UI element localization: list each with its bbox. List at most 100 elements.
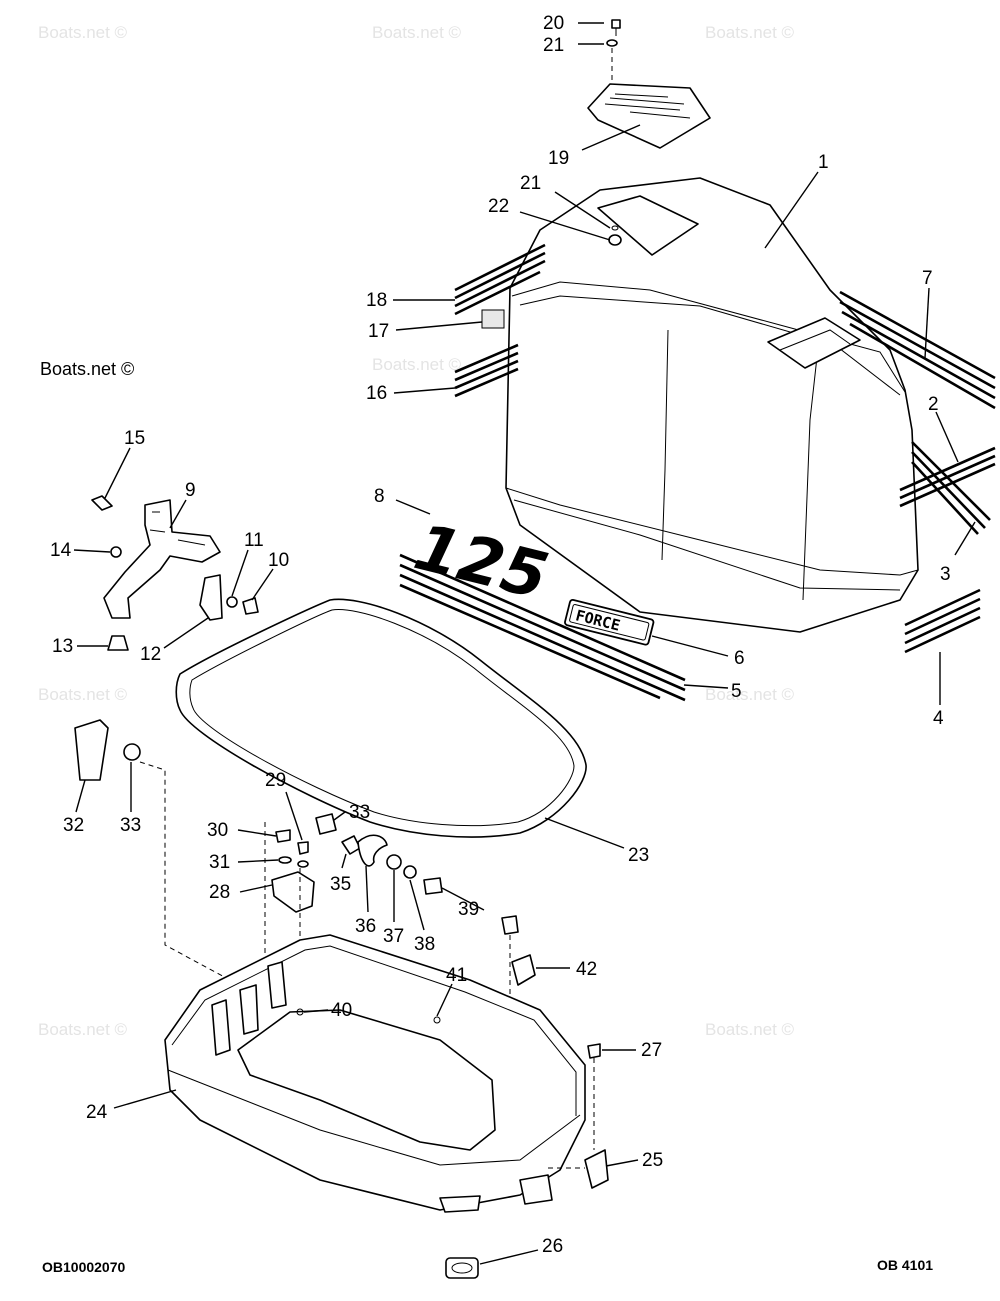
leader-41 <box>436 983 453 1017</box>
screw-27 <box>587 1043 601 1059</box>
callout-24: 24 <box>86 1102 108 1123</box>
leader-33b <box>333 811 346 821</box>
pan-post <box>267 961 287 1009</box>
hood-lip <box>505 487 919 576</box>
leader-36 <box>365 865 369 913</box>
callout-25: 25 <box>642 1150 663 1171</box>
decal-4-stripe <box>904 597 981 636</box>
bracket-25 <box>584 1149 609 1189</box>
callout-38: 38 <box>414 934 435 955</box>
leader-5 <box>683 684 729 689</box>
seal-inner <box>189 609 575 827</box>
bushing-33b <box>315 813 337 835</box>
callout-20: 20 <box>543 13 564 34</box>
callout-30: 30 <box>207 820 228 841</box>
screw-10 <box>242 597 259 615</box>
decal-18-stripe <box>454 270 541 316</box>
nut-14 <box>110 546 122 558</box>
force-badge-inner <box>569 604 650 641</box>
screw-30 <box>275 829 291 843</box>
bushing-33a <box>123 743 141 761</box>
leader-38 <box>409 879 425 931</box>
nut-35 <box>341 835 361 855</box>
decal-5-stripe <box>399 563 686 692</box>
hood-seal-part <box>175 598 587 838</box>
latch-hardware <box>74 719 519 1090</box>
leader-23 <box>544 817 625 849</box>
pan-post <box>211 999 231 1056</box>
callout-7: 7 <box>922 268 933 289</box>
callout-32: 32 <box>63 815 84 836</box>
diagram-code-right: OB 4101 <box>877 1257 933 1273</box>
pan-lip <box>167 1069 581 1166</box>
hood-vent <box>767 317 861 369</box>
leader-21b <box>554 191 611 229</box>
screw-20 <box>611 19 621 29</box>
diagram-code-left: OB10002070 <box>42 1259 126 1275</box>
leader-8 <box>395 499 431 515</box>
engine-hood-1 <box>505 177 919 633</box>
leader-12 <box>163 617 209 649</box>
leader-19 <box>581 124 641 151</box>
leader-16 <box>393 387 456 394</box>
decal-5-stripe <box>399 553 686 682</box>
leader-26 <box>479 1249 539 1265</box>
watermark: Boats.net © <box>705 23 795 42</box>
washer-38 <box>403 865 417 879</box>
callout-21: 21 <box>543 35 564 56</box>
screw-15 <box>91 495 113 511</box>
decal-4-stripe <box>904 606 981 645</box>
watermark: Boats.net © <box>705 685 795 704</box>
watermark: Boats.net © <box>38 23 128 42</box>
bracket-details <box>149 511 206 546</box>
washer-21 <box>606 39 618 47</box>
callout-33: 33 <box>120 815 141 836</box>
washer-11 <box>226 596 238 608</box>
leader-17 <box>395 321 483 331</box>
bracket-28 <box>271 871 315 913</box>
decal-7-stripe <box>849 322 996 410</box>
leader-10 <box>251 568 274 601</box>
hinge-32 <box>74 719 109 781</box>
decal-stripes: 125 FORCE <box>399 243 996 702</box>
callout-27: 27 <box>641 1040 662 1061</box>
washer-21b <box>611 225 619 231</box>
decal-2-stripe <box>899 446 996 492</box>
callout-23: 23 <box>628 845 649 866</box>
callout-10: 10 <box>268 550 289 571</box>
leader-15 <box>104 447 131 499</box>
callout-11: 11 <box>244 530 264 551</box>
leader-7 <box>924 287 930 359</box>
callout-8: 8 <box>374 486 385 507</box>
callout-15: 15 <box>124 428 145 449</box>
engine-hood-part <box>505 177 919 633</box>
callout-5: 5 <box>731 681 742 702</box>
watermark: Boats.net © <box>38 685 128 704</box>
leader-29 <box>285 791 303 841</box>
callout-35: 35 <box>330 874 351 895</box>
decal-18-stripe <box>454 251 546 300</box>
leader-2 <box>935 411 959 463</box>
cover-ribs <box>604 93 691 119</box>
leader-lines <box>73 22 976 1265</box>
pan-tab <box>519 1174 553 1205</box>
watermark-main: Boats.net © <box>40 359 134 379</box>
decal-5-stripe <box>399 583 661 700</box>
callout-labels: 20 21 19 1 21 22 18 17 16 7 2 3 8 15 9 1… <box>50 13 951 1257</box>
hood-crease-2 <box>519 295 901 396</box>
leader-31 <box>237 859 279 863</box>
watermark: Boats.net © <box>38 1020 128 1039</box>
leader-39 <box>441 887 485 911</box>
watermark: Boats.net © <box>372 23 462 42</box>
callout-31: 31 <box>209 852 230 873</box>
leader-dashed <box>139 761 231 981</box>
callout-19: 19 <box>548 148 569 169</box>
callout-13: 13 <box>52 636 73 657</box>
hood-crease-top <box>511 281 906 393</box>
screw-40 <box>296 1008 304 1016</box>
leader-35 <box>341 853 347 869</box>
latch-bracket-9 <box>103 499 221 619</box>
callout-41: 41 <box>446 965 467 986</box>
leader-32 <box>75 779 86 813</box>
